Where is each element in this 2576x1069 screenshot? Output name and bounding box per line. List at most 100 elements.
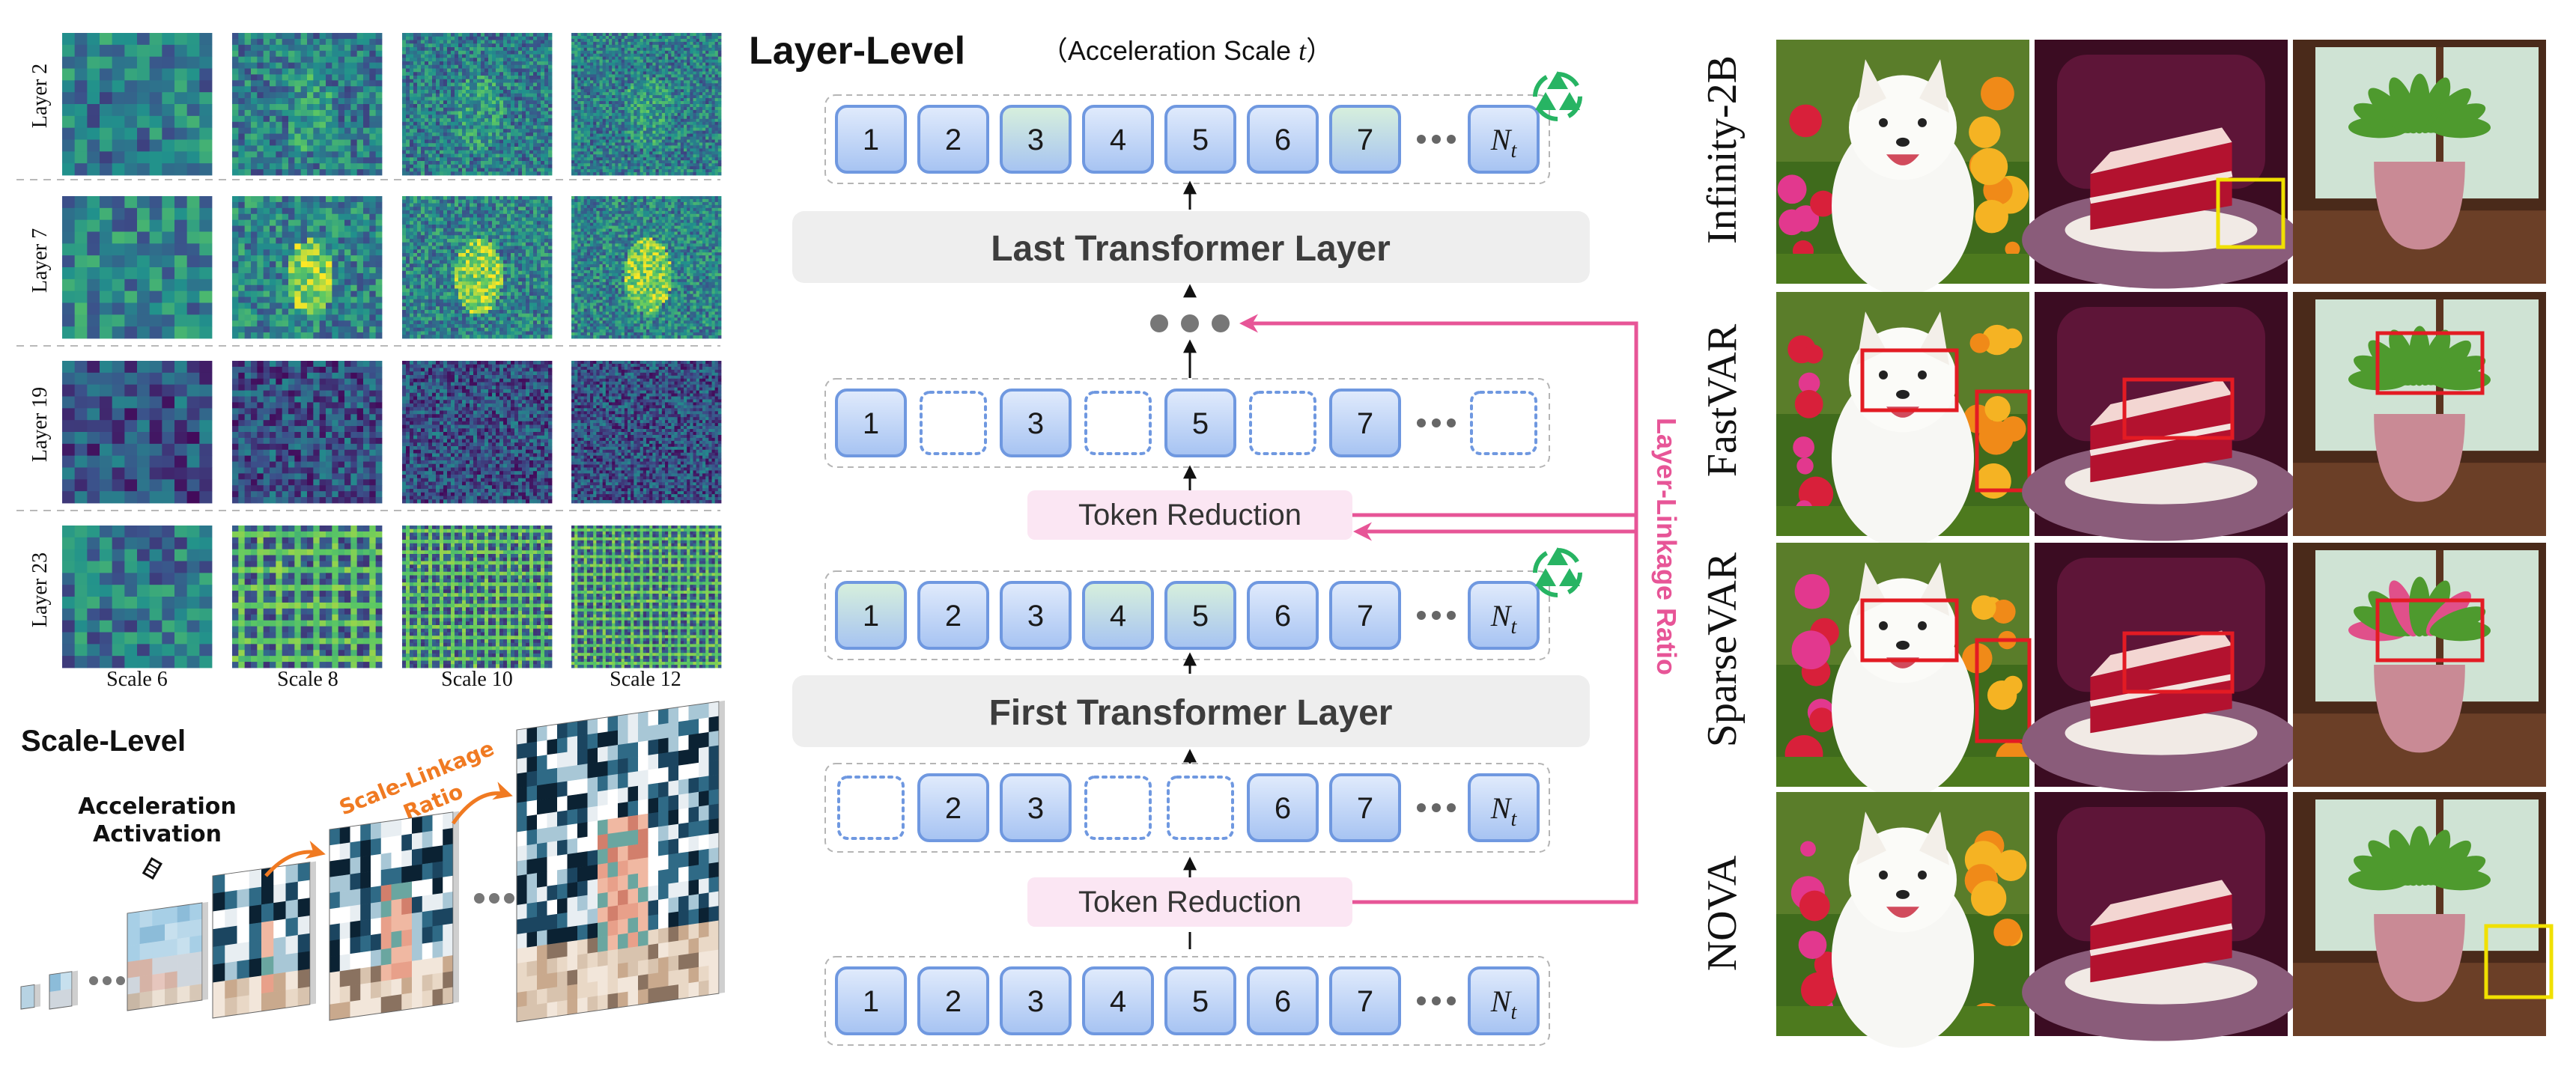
- artifact-highlight-box: [1975, 638, 2032, 743]
- heatmap-row-dividers: [16, 179, 720, 511]
- token-box: [1082, 966, 1154, 1035]
- artifact-highlight-box: [2375, 598, 2485, 663]
- token-label: 4: [1110, 985, 1126, 1018]
- token-box: [1329, 581, 1401, 650]
- token-box: [1164, 966, 1236, 1035]
- row-label-layer-7: Layer 7: [28, 228, 52, 293]
- attention-heatmap-grid: [62, 33, 722, 668]
- method-labels: Infinity-2B FastVAR SparseVAR NOVA: [1699, 55, 1746, 971]
- token-box: [1164, 581, 1236, 650]
- token-label: 3: [1027, 792, 1044, 825]
- heatmap-layer-2-scale-8: [232, 361, 383, 504]
- token-box: [1329, 773, 1401, 842]
- pruned-token-slot: [837, 776, 905, 840]
- heatmap-layer-2-scale-6: [62, 361, 213, 504]
- token-box: [1247, 966, 1319, 1035]
- token-row-frame: [824, 763, 1550, 853]
- detail-highlight-box: [2216, 177, 2285, 249]
- heatmap-layer-1-scale-12: [571, 196, 722, 339]
- pruned-token-slot: [1084, 776, 1152, 840]
- heatmap-layer-3-scale-6: [62, 526, 213, 668]
- generated-image-nova-red-velvet-cake: [2022, 792, 2300, 1041]
- token-label: 2: [945, 792, 962, 825]
- generated-image-sparsevar-red-velvet-cake: [2022, 543, 2300, 792]
- token-label: 7: [1357, 792, 1373, 825]
- acceleration-activation-label-1: Acceleration: [78, 794, 236, 820]
- detail-highlight-box: [2484, 924, 2554, 999]
- heatmap-row-labels: Layer 2 Layer 7 Layer 19 Layer 23: [28, 64, 52, 627]
- layer-linkage-arrows: [1239, 314, 1638, 904]
- generated-image-infinity-2b-samoyed-dog: [1776, 40, 2029, 296]
- token-label: 2: [945, 600, 962, 633]
- token-label: 7: [1357, 985, 1373, 1018]
- token-reduction-upper-label: Token Reduction: [1078, 499, 1301, 532]
- token-box: [1164, 389, 1236, 457]
- layer-ellipsis-dots: [1150, 314, 1230, 332]
- token-ellipsis: [1417, 611, 1456, 620]
- generated-image-fastvar-potted-plant: [2293, 292, 2546, 536]
- token-label-nt: Nt: [1490, 599, 1518, 639]
- token-label: 5: [1192, 985, 1209, 1018]
- token-ellipsis: [1417, 996, 1456, 1005]
- token-label: 7: [1357, 600, 1373, 633]
- acceleration-activation-label-2: Activation: [93, 821, 222, 847]
- token-box: [1329, 389, 1401, 457]
- scale-linkage-arrow-1: [264, 841, 326, 877]
- subtitle-text: （Acceleration Scale: [1041, 35, 1291, 66]
- token-box-nt: [1468, 105, 1540, 174]
- token-label: 3: [1027, 600, 1044, 633]
- generated-image-infinity-2b-potted-plant: [2293, 40, 2546, 284]
- heatmap-layer-0-scale-6: [62, 33, 213, 176]
- token-box: [835, 389, 907, 457]
- artifact-highlight-box: [1860, 598, 1959, 663]
- token-box: [1247, 581, 1319, 650]
- scale-tile-5: [329, 811, 459, 1021]
- artifact-highlight-box: [2122, 377, 2235, 440]
- token-label: 6: [1275, 985, 1291, 1018]
- scale-linkage-arrow-2: [451, 782, 513, 825]
- token-label: 1: [863, 600, 879, 633]
- token-box-nt: [1468, 581, 1540, 650]
- token-label: 3: [1027, 124, 1044, 156]
- token-label: 6: [1275, 600, 1291, 633]
- token-box: [835, 966, 907, 1035]
- token-label: 5: [1192, 124, 1209, 156]
- layer-level-title: Layer-Level: [749, 29, 965, 73]
- col-label-scale-12: Scale 12: [610, 668, 681, 691]
- token-label: 2: [945, 985, 962, 1018]
- artifact-highlight-box: [1975, 389, 2032, 493]
- heatmap-layer-0-scale-12: [571, 33, 722, 176]
- token-label: 5: [1192, 600, 1209, 633]
- scale-tile-6: [516, 700, 725, 1023]
- ellipsis-dots-large-scales: [474, 893, 514, 904]
- artifact-highlight-box: [2375, 331, 2485, 395]
- subtitle-variable: t: [1298, 36, 1307, 66]
- token-label: 1: [863, 124, 879, 156]
- last-transformer-layer-box: [792, 211, 1590, 283]
- token-label: 2: [945, 124, 962, 156]
- pruned-token-slot: [920, 391, 987, 455]
- layer-linkage-ratio-label: Layer-Linkage Ratio: [1651, 418, 1682, 675]
- heatmap-layer-0-scale-10: [402, 33, 553, 176]
- token-box: [1247, 105, 1319, 174]
- acceleration-scale-subtitle: （Acceleration Scale t）: [1041, 35, 1333, 66]
- method-label-infinity-2b: Infinity-2B: [1699, 55, 1746, 244]
- token-label: 4: [1110, 600, 1126, 633]
- token-ellipsis: [1417, 418, 1456, 427]
- token-box: [1000, 581, 1072, 650]
- heatmap-layer-3-scale-12: [571, 526, 722, 668]
- cursor-icon: [142, 856, 162, 880]
- token-reduction-lower-label: Token Reduction: [1078, 886, 1301, 919]
- token-label: 1: [863, 407, 879, 440]
- generated-image-nova-potted-plant: [2293, 792, 2546, 1036]
- token-box: [1000, 105, 1072, 174]
- token-label: 7: [1357, 124, 1373, 156]
- generated-image-nova-samoyed-dog: [1776, 792, 2029, 1048]
- token-box: [1164, 105, 1236, 174]
- artifact-highlight-box: [1860, 348, 1959, 412]
- token-reduction-lower-box: [1027, 877, 1352, 927]
